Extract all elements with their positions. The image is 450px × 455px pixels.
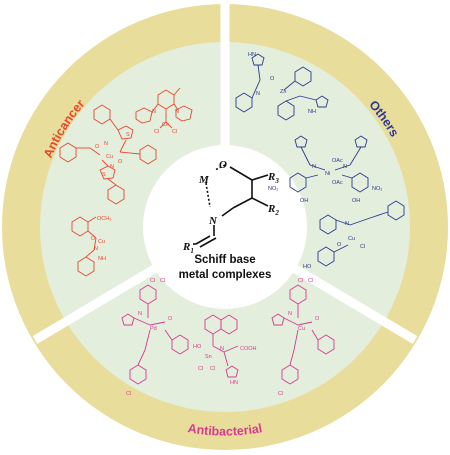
svg-text:NO₂: NO₂	[268, 186, 278, 192]
svg-text:Cu: Cu	[298, 326, 305, 332]
svg-text:O: O	[270, 76, 275, 82]
svg-text:OAc: OAc	[332, 180, 343, 186]
svg-text:N: N	[343, 164, 347, 170]
svg-text:N: N	[175, 109, 179, 115]
svg-text:Cl: Cl	[308, 278, 313, 284]
svg-text:Cl: Cl	[150, 278, 155, 284]
antibacterial-sn-complex: Sn Cl Cl HO COOH N HN	[193, 314, 257, 386]
svg-text:N: N	[312, 164, 316, 170]
svg-text:Cl: Cl	[210, 366, 215, 372]
svg-text:COOH: COOH	[240, 346, 257, 352]
svg-text:Cu: Cu	[106, 154, 113, 160]
svg-text:S: S	[126, 132, 130, 138]
sector-label-antibacterial: Antibacterial	[187, 421, 263, 438]
svg-text:OH: OH	[352, 198, 360, 204]
svg-text:OH: OH	[300, 198, 308, 204]
svg-text:N: N	[220, 346, 224, 352]
svg-text:O: O	[315, 316, 320, 322]
svg-text:Cl: Cl	[154, 129, 159, 135]
svg-text:N: N	[138, 311, 142, 317]
svg-text:N: N	[256, 91, 260, 97]
svg-text:O: O	[337, 242, 342, 248]
svg-text:Ni: Ni	[325, 171, 330, 177]
center-title-line2: metal complexes	[179, 269, 272, 281]
svg-text:N: N	[94, 246, 98, 252]
svg-text:Cl: Cl	[172, 129, 177, 135]
svg-text:S: S	[102, 172, 106, 178]
svg-text:O: O	[118, 159, 123, 165]
svg-text:R2: R2	[267, 203, 279, 217]
svg-text:O: O	[95, 144, 100, 150]
svg-text:HN: HN	[230, 380, 238, 386]
core-atoms: M O N R1 R2 R3	[182, 159, 279, 255]
svg-text:Zn: Zn	[280, 89, 286, 95]
svg-text:Pd: Pd	[150, 326, 157, 332]
svg-text:NO₂: NO₂	[372, 186, 382, 192]
svg-text:Cu: Cu	[98, 239, 105, 245]
core-structure	[193, 164, 269, 248]
svg-text:Cl: Cl	[278, 391, 283, 397]
svg-text:Cu: Cu	[348, 236, 355, 242]
svg-text:Cl: Cl	[298, 278, 303, 284]
svg-text:Ce: Ce	[162, 122, 169, 128]
svg-text:O: O	[219, 159, 227, 171]
center-title-line1: Schiff base	[194, 254, 255, 266]
svg-text:Cl: Cl	[160, 278, 165, 284]
center-circle	[143, 145, 307, 309]
antibacterial-pd-complex: Pd Cl Cl Cl O N	[121, 278, 189, 397]
svg-text:NH: NH	[308, 109, 316, 115]
svg-text:OCH₃: OCH₃	[97, 216, 111, 222]
svg-text:HN: HN	[248, 52, 256, 58]
svg-text:Cl: Cl	[360, 244, 365, 250]
svg-text:HO: HO	[303, 264, 312, 270]
svg-text:OAc: OAc	[332, 158, 343, 164]
svg-text:M: M	[198, 174, 210, 186]
svg-text:R3: R3	[267, 171, 279, 185]
others-cu-complex: Cu Cl HO O N	[303, 200, 405, 270]
others-zn-complex: Zn O N HN NH	[235, 52, 329, 121]
svg-text:Sn: Sn	[205, 354, 212, 360]
antibacterial-cu-complex: Cu Cl Cl Cl O N	[271, 278, 335, 397]
svg-text:N: N	[110, 164, 114, 170]
svg-text:Cl: Cl	[198, 366, 203, 372]
svg-text:NH: NH	[98, 256, 106, 262]
svg-text:N: N	[104, 141, 108, 147]
anticancer-cu-small-complex: OCH₃ O Cu N NH	[71, 216, 111, 277]
svg-text:N: N	[208, 215, 218, 227]
svg-text:O: O	[168, 316, 173, 322]
svg-text:O: O	[91, 236, 96, 242]
svg-text:R1: R1	[182, 241, 194, 255]
svg-text:N: N	[152, 109, 156, 115]
svg-text:Cl: Cl	[126, 391, 131, 397]
anticancer-ce-complex: Ce Cl Cl N N	[135, 87, 193, 135]
anticancer-cu-complex: Cu O O N N S S	[59, 104, 157, 205]
svg-text:N: N	[288, 311, 292, 317]
svg-text:HO: HO	[193, 344, 202, 350]
others-ni-complex: Ni OAc OAc NO₂ NO₂ OH OH N N	[268, 135, 382, 204]
svg-text:N: N	[345, 221, 349, 227]
